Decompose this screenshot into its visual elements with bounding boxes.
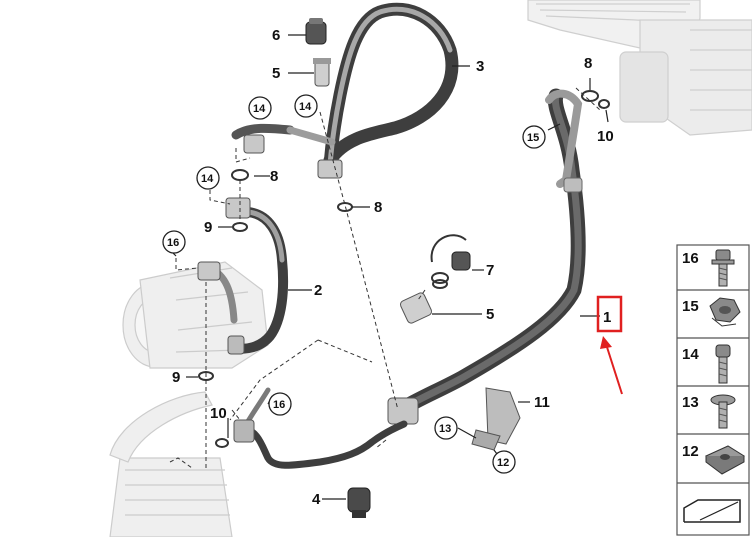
valve-5-mid <box>399 292 433 324</box>
legend-label-14: 14 <box>682 346 699 363</box>
valve-5-top <box>313 58 331 87</box>
leader-lines <box>171 34 609 500</box>
sensor-4 <box>347 487 371 518</box>
pressure-hose-2 <box>197 197 289 355</box>
bracket-11 <box>471 387 521 451</box>
callout-16-b: 16 <box>273 399 285 411</box>
callout-7: 7 <box>486 262 494 279</box>
callout-8-mid: 8 <box>374 199 382 216</box>
callout-10-left: 10 <box>210 405 227 422</box>
callout-1: 1 <box>603 309 611 326</box>
page-arrow-icon <box>683 499 741 523</box>
legend-label-13: 13 <box>682 394 699 411</box>
suction-hose-1 <box>387 88 586 425</box>
cap-6 <box>305 18 327 45</box>
callout-12: 12 <box>497 457 509 469</box>
liquid-line <box>233 387 408 469</box>
callout-11: 11 <box>534 394 550 411</box>
callout-8-left: 8 <box>270 168 278 185</box>
callout-6: 6 <box>272 27 280 44</box>
highlight-arrow-head <box>600 336 612 349</box>
callout-14-b: 14 <box>299 101 312 113</box>
washer-screw-icon <box>710 394 736 429</box>
legend-label-15: 15 <box>682 298 699 315</box>
condenser-ghost <box>527 0 752 136</box>
highlight-arrow <box>605 343 623 395</box>
socket-bolt-icon <box>715 344 731 384</box>
pressure-hose-3 <box>231 2 459 179</box>
callout-4: 4 <box>312 491 321 508</box>
callout-10-right: 10 <box>597 128 614 145</box>
callout-8-right: 8 <box>584 55 592 72</box>
callout-9-bottom: 9 <box>172 369 180 386</box>
callout-14-c: 14 <box>201 173 214 185</box>
highlight-box <box>596 295 623 333</box>
evaporator-ghost <box>109 391 233 537</box>
callout-14-a: 14 <box>253 103 266 115</box>
hex-nut-icon <box>709 297 741 327</box>
callouts: 6 5 3 8 8 9 2 7 5 9 10 4 11 8 10 1 14 14… <box>162 27 623 508</box>
callout-2: 2 <box>314 282 322 299</box>
clip-nut-icon <box>705 445 745 475</box>
bolt-flange-icon <box>711 249 735 287</box>
callout-13: 13 <box>439 423 451 435</box>
callout-9-top: 9 <box>204 219 212 236</box>
callout-5-top: 5 <box>272 65 280 82</box>
legend-label-12: 12 <box>682 443 699 460</box>
fastener-legend: 16 15 14 13 12 <box>676 244 750 536</box>
callout-16-a: 16 <box>167 237 179 249</box>
cap-7 <box>430 234 471 284</box>
callout-15: 15 <box>527 132 539 144</box>
callout-3: 3 <box>476 58 484 75</box>
callout-5-mid: 5 <box>486 306 494 323</box>
dashed-assembly-lines <box>169 87 601 470</box>
legend-label-16: 16 <box>682 250 699 267</box>
